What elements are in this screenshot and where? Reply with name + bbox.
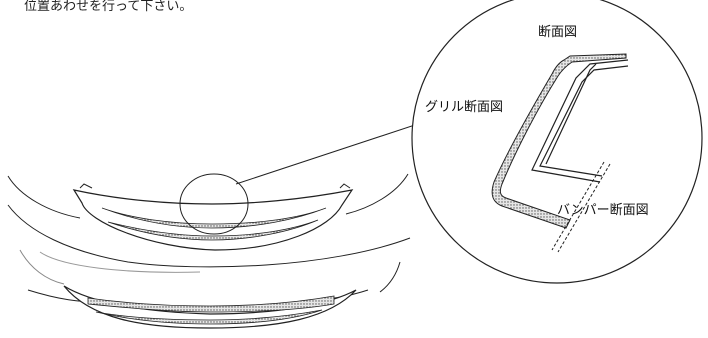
instruction-caption: 位置あわせを行って下さい。 [24,0,193,14]
lower-grille [63,285,357,329]
leader-line [235,119,431,185]
bumper-section-profile [531,59,629,183]
cut-line [551,161,611,253]
grille-section-profile [491,53,627,229]
upper-grille [72,183,354,251]
grille-section-label: グリル断面図 [425,100,503,115]
bumper-section-label: バンパー断面図 [557,203,649,218]
detail-callout-circle [179,173,249,235]
section-view-label: 断面図 [538,25,577,40]
